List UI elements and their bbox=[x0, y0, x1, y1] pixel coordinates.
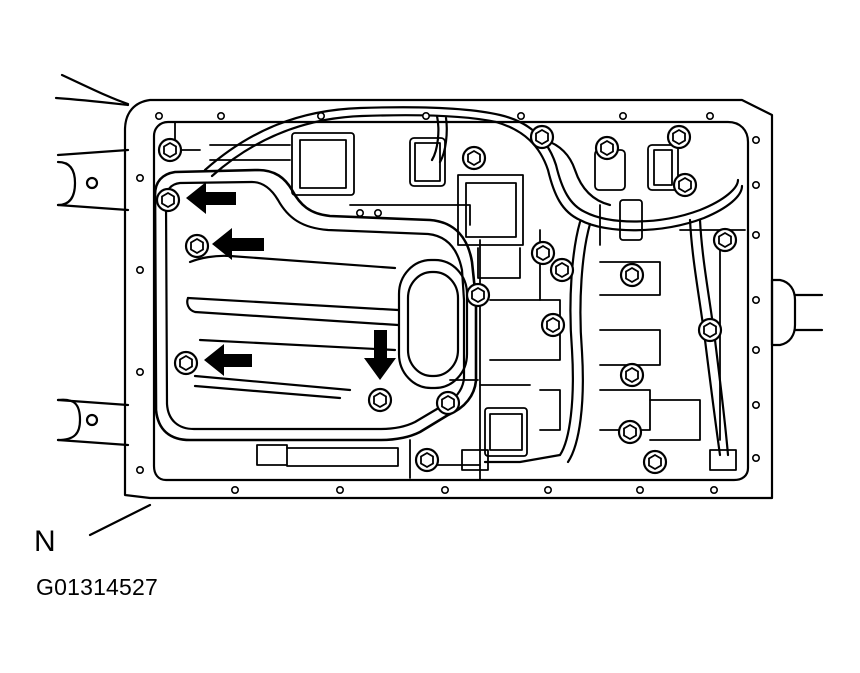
figure-id: G01314527 bbox=[36, 574, 159, 600]
oil-pan-flange bbox=[123, 98, 774, 500]
output-shaft bbox=[770, 278, 824, 347]
valve-body-details bbox=[174, 121, 746, 481]
oil-pan-inner-lip bbox=[152, 120, 750, 482]
arrow-left-1 bbox=[186, 182, 236, 214]
filled-arrow-icon bbox=[186, 182, 396, 380]
callout-letter: N bbox=[34, 525, 56, 558]
arrow-left-3 bbox=[204, 344, 252, 376]
arrow-down-1 bbox=[364, 330, 396, 380]
arrow-left-2 bbox=[212, 228, 264, 260]
housing-left bbox=[54, 73, 152, 537]
